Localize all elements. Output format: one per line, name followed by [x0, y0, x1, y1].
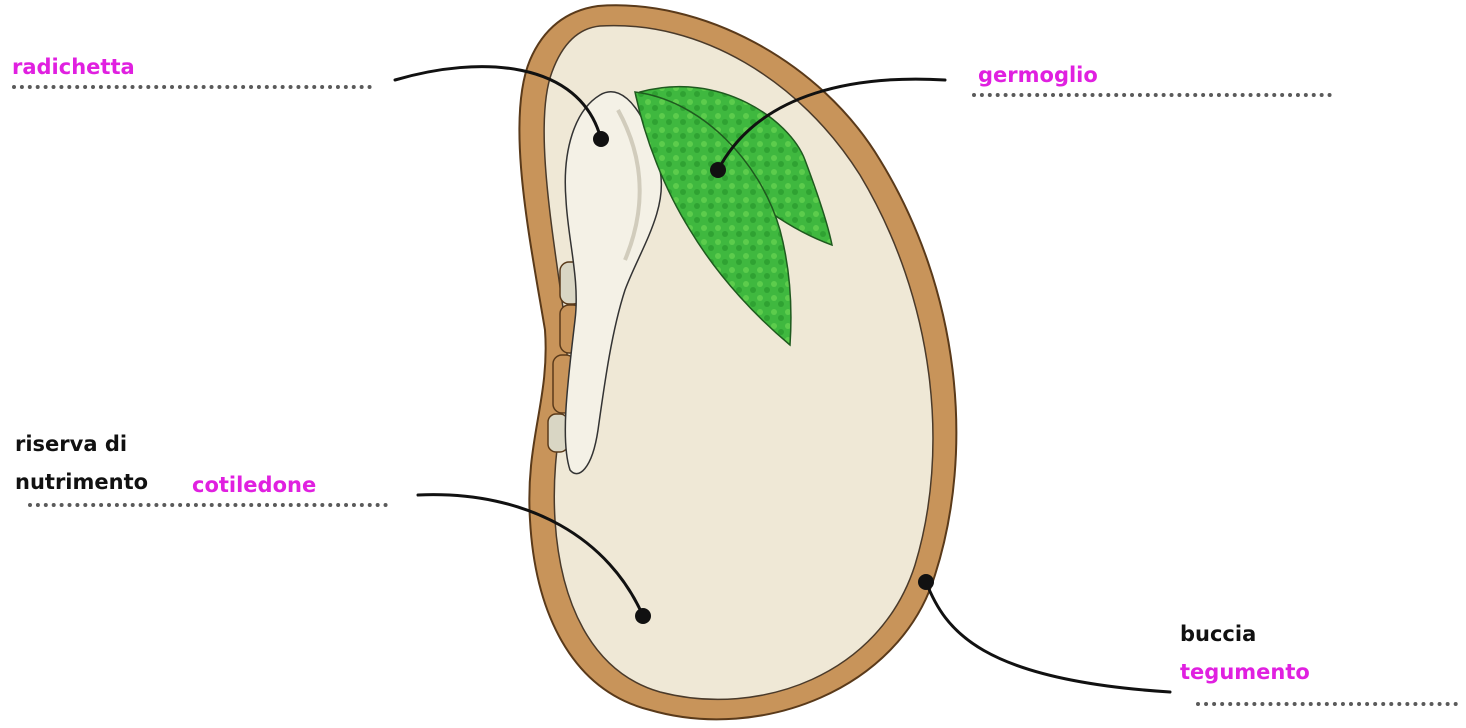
label-riserva-line1: riserva di — [15, 431, 127, 457]
label-cotiledone: cotiledone — [192, 472, 316, 498]
answer-line-germoglio — [972, 93, 1332, 97]
label-buccia: buccia — [1180, 621, 1256, 647]
label-germoglio: germoglio — [978, 62, 1098, 88]
answer-line-cotiledone — [28, 503, 388, 507]
label-riserva-line2: nutrimento — [15, 469, 148, 495]
answer-line-radichetta — [12, 85, 372, 89]
leader-tegumento — [926, 582, 1170, 692]
pointer-dot-cotiledone — [635, 608, 651, 624]
label-radichetta: radichetta — [12, 54, 135, 80]
answer-line-tegumento — [1196, 702, 1458, 706]
pointer-dot-tegumento — [918, 574, 934, 590]
pointer-dot-germoglio — [710, 162, 726, 178]
pointer-dot-radichetta — [593, 131, 609, 147]
label-tegumento: tegumento — [1180, 659, 1310, 685]
